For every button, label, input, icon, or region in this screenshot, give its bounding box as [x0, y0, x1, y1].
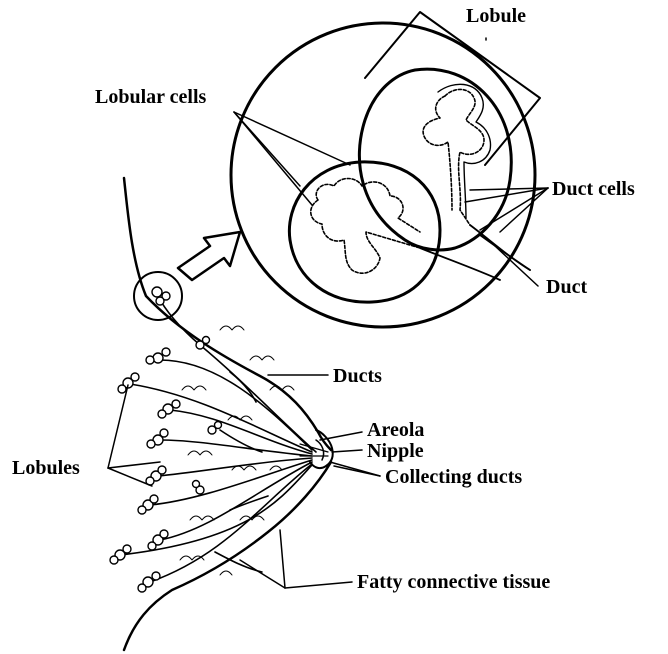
label-lobules: Lobules	[12, 457, 80, 479]
magnified-view-circle	[231, 23, 535, 327]
label-lobule: Lobule	[466, 5, 526, 27]
label-ducts: Ducts	[333, 365, 382, 387]
label-duct-cells: Duct cells	[552, 178, 635, 200]
lobule-bracket	[365, 12, 540, 165]
magnify-arrow	[178, 232, 240, 280]
label-collecting-ducts: Collecting ducts	[385, 466, 522, 488]
label-nipple: Nipple	[367, 440, 424, 462]
label-duct: Duct	[546, 276, 587, 298]
label-lobular-cells: Lobular cells	[95, 86, 207, 108]
label-areola: Areola	[367, 419, 424, 441]
duct-tree	[120, 296, 316, 582]
lower-lobule	[289, 162, 440, 302]
label-fatty-connective-tissue: Fatty connective tissue	[357, 571, 550, 593]
